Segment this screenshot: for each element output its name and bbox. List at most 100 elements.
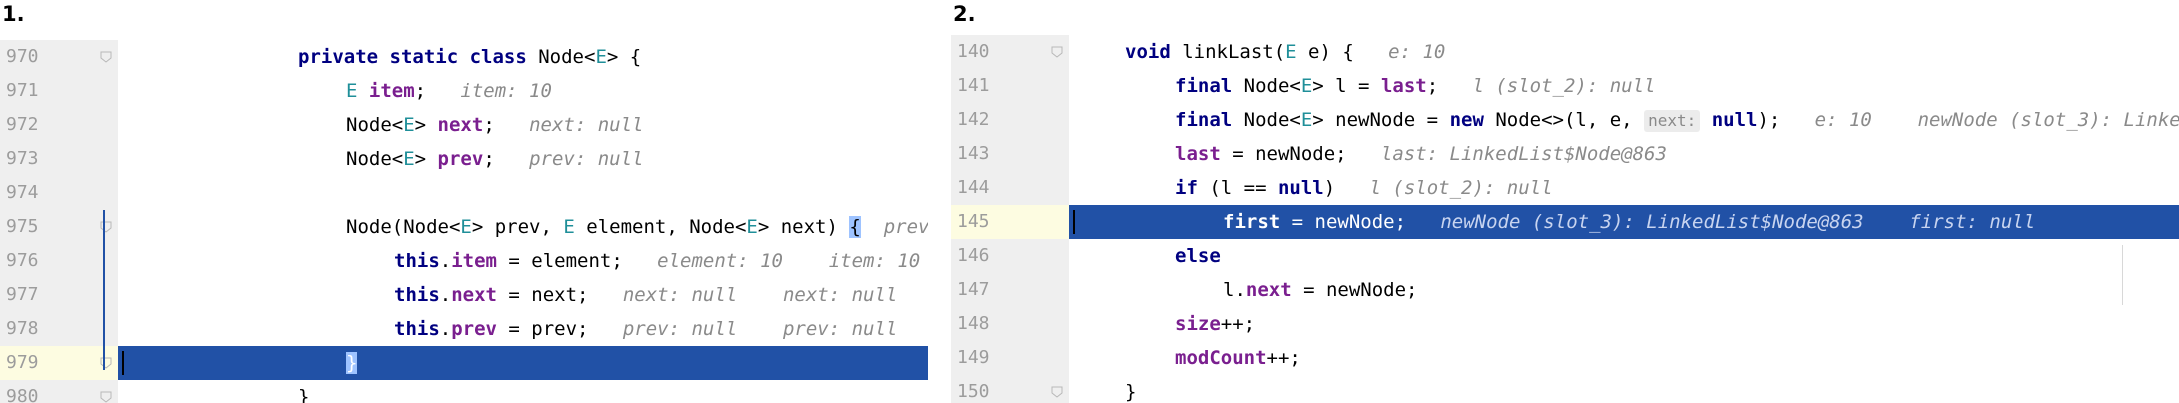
- code-token: class: [469, 46, 539, 68]
- debug-value-hint: element: 10 item: 10: [657, 250, 921, 272]
- line-number[interactable]: 146: [951, 239, 1069, 273]
- code-token: = newNode;: [1220, 143, 1381, 165]
- text-caret: [122, 351, 124, 375]
- code-line[interactable]: 971 E item; item: 10: [0, 74, 928, 108]
- line-number[interactable]: 148: [951, 307, 1069, 341]
- debug-value-hint: prev: null: [883, 216, 928, 238]
- code-text: last = newNode; last: LinkedList$Node@86…: [1175, 137, 1667, 171]
- code-token: Node<: [1243, 109, 1301, 131]
- code-token: = newNode;: [1291, 279, 1418, 301]
- code-token: e) {: [1308, 41, 1389, 63]
- code-line[interactable]: 141 final Node<E> l = last; l (slot_2): n…: [951, 69, 2179, 103]
- code-token: ;: [483, 114, 530, 136]
- line-number[interactable]: 972: [0, 108, 118, 142]
- code-line[interactable]: 150}: [951, 375, 2179, 403]
- code-token: item: [368, 80, 415, 102]
- code-line[interactable]: 977 this.next = next; next: null next: nu…: [0, 278, 928, 312]
- line-number[interactable]: 975: [0, 210, 118, 244]
- code-token: last: [1175, 143, 1221, 165]
- text-caret: [1073, 210, 1075, 234]
- fold-marker-icon[interactable]: [100, 357, 112, 369]
- code-text: this.next = next; next: null next: null: [394, 278, 897, 312]
- code-line[interactable]: 143 last = newNode; last: LinkedList$Node…: [951, 137, 2179, 171]
- line-number[interactable]: 980: [0, 380, 118, 403]
- line-number[interactable]: 140: [951, 35, 1069, 69]
- fold-marker-icon[interactable]: [1051, 386, 1063, 398]
- line-number[interactable]: 149: [951, 341, 1069, 375]
- code-text: final Node<E> newNode = new Node<>(l, e,…: [1175, 103, 2179, 137]
- line-number[interactable]: 143: [951, 137, 1069, 171]
- code-token: element, Node<: [586, 216, 747, 238]
- code-token: > {: [606, 46, 642, 68]
- code-line[interactable]: 148 size++;: [951, 307, 2179, 341]
- code-token: ;: [414, 80, 461, 102]
- line-number[interactable]: 978: [0, 312, 118, 346]
- code-token: Node<: [1243, 75, 1301, 97]
- line-number[interactable]: 970: [0, 40, 118, 74]
- code-token: = element;: [496, 250, 658, 272]
- code-token: E: [595, 46, 607, 68]
- code-token: Node<: [538, 46, 596, 68]
- code-line[interactable]: 974: [0, 176, 928, 210]
- code-line[interactable]: 978 this.prev = prev; prev: null prev: nu…: [0, 312, 928, 346]
- line-number[interactable]: 141: [951, 69, 1069, 103]
- line-number[interactable]: 147: [951, 273, 1069, 307]
- line-number[interactable]: 976: [0, 244, 118, 278]
- fold-marker-icon[interactable]: [1051, 46, 1063, 58]
- code-text: E item; item: 10: [346, 74, 552, 108]
- debug-value-hint: e: 10: [1388, 41, 1446, 63]
- code-text: final Node<E> l = last; l (slot_2): null: [1175, 69, 1656, 103]
- code-token: ;: [1426, 75, 1473, 97]
- line-number[interactable]: 142: [951, 103, 1069, 137]
- line-number[interactable]: 145: [951, 205, 1069, 239]
- line-number[interactable]: 973: [0, 142, 118, 176]
- code-line[interactable]: 976 this.item = element; element: 10 item…: [0, 244, 928, 278]
- code-token: [1700, 109, 1711, 131]
- line-number[interactable]: 150: [951, 375, 1069, 403]
- debug-value-hint: prev: null prev: null: [622, 318, 898, 340]
- code-token: Node<>(l, e,: [1495, 109, 1645, 131]
- code-text: }: [346, 346, 358, 380]
- line-number[interactable]: 977: [0, 278, 118, 312]
- code-text: this.item = element; element: 10 item: 1…: [394, 244, 920, 278]
- fold-marker-icon[interactable]: [100, 221, 112, 233]
- fold-marker-icon[interactable]: [100, 51, 112, 63]
- code-token: this: [394, 250, 440, 272]
- code-text: l.next = newNode;: [1223, 273, 1418, 307]
- code-token: > prev,: [471, 216, 564, 238]
- parameter-name-hint: next:: [1644, 110, 1701, 132]
- code-text: size++;: [1175, 307, 1255, 341]
- code-token: ;: [483, 148, 530, 170]
- code-line[interactable]: 979}: [0, 346, 928, 380]
- code-line[interactable]: 142 final Node<E> newNode = new Node<>(l,…: [951, 103, 2179, 137]
- code-token: }: [1125, 381, 1137, 403]
- code-token: E: [1300, 75, 1313, 97]
- fold-marker-icon[interactable]: [100, 391, 112, 403]
- code-token: size: [1175, 313, 1221, 335]
- line-number[interactable]: 971: [0, 74, 118, 108]
- line-number[interactable]: 974: [0, 176, 118, 210]
- code-token: );: [1757, 109, 1815, 131]
- debug-value-hint: next: null next: null: [622, 284, 898, 306]
- code-token: next: [1245, 279, 1292, 301]
- code-token: this: [394, 284, 440, 306]
- code-text: this.prev = prev; prev: null prev: null: [394, 312, 897, 346]
- line-number[interactable]: 979: [0, 346, 118, 380]
- code-line[interactable]: 980}: [0, 380, 928, 403]
- code-token: [861, 216, 884, 238]
- line-number[interactable]: 144: [951, 171, 1069, 205]
- debug-value-hint: last: LinkedList$Node@863: [1380, 143, 1667, 165]
- code-text: Node<E> prev; prev: null: [346, 142, 643, 176]
- code-line[interactable]: 147 l.next = newNode;: [951, 273, 2179, 307]
- code-line[interactable]: 973 Node<E> prev; prev: null: [0, 142, 928, 176]
